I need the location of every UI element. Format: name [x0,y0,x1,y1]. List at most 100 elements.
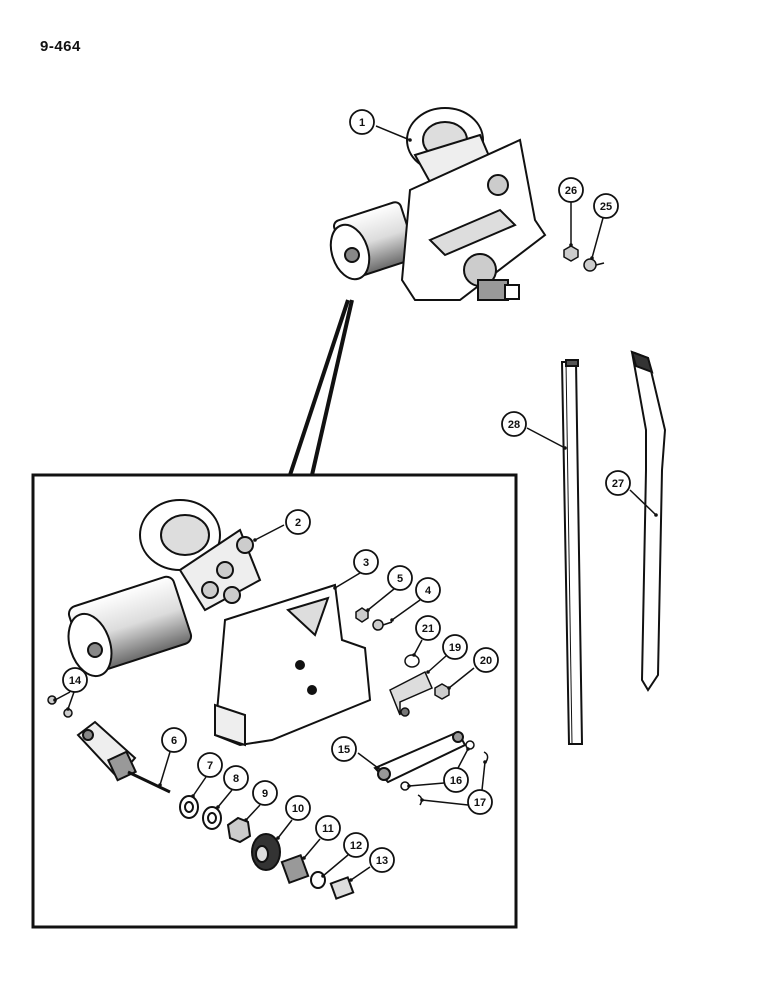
nut-5 [355,607,369,623]
callout-1: 1 [349,109,412,142]
washer-21 [404,654,420,668]
callout-leader [448,667,475,689]
callout-arrowhead [333,586,337,590]
callout-leader [591,217,604,259]
callout-10: 10 [276,795,311,840]
callout-number: 21 [422,623,434,635]
callout-circle [343,832,369,858]
callout-circle [353,549,379,575]
callout-arrowhead [253,538,257,542]
callout-14: 14 [53,667,88,711]
callout-arrowhead [447,686,451,690]
inset-leader-lines [288,299,354,476]
callout-19: 19 [426,634,468,674]
callout-arrowhead [191,794,195,798]
callout-arrowhead [654,513,658,517]
shaft-housing-6 [76,720,171,794]
screw-25 [583,258,605,272]
callout-leader [303,838,321,859]
callout-arrowhead [66,707,70,711]
callout-circle [369,847,395,873]
callout-16: 16 [407,747,470,793]
callout-arrowhead [426,670,430,674]
callout-leader [427,655,447,673]
callout-circle [252,780,278,806]
callout-number: 1 [359,117,365,129]
assembled-wiper-motor [329,107,547,301]
washer-7 [179,795,199,819]
callout-arrowhead [466,747,470,751]
screw-4 [372,619,393,631]
callout-number: 5 [397,573,403,585]
callout-arrowhead [302,856,306,860]
nut-20 [434,683,450,700]
callout-circle [223,765,249,791]
callout-leader [54,691,71,701]
callout-25: 25 [590,193,619,260]
callout-21: 21 [412,615,441,657]
callout-circle [285,795,311,821]
callout-number: 2 [295,517,301,529]
callout-leader [375,125,411,141]
callout-circle [285,509,311,535]
page-number: 9-464 [40,38,81,55]
bushing-10 [251,833,281,871]
callout-8: 8 [216,765,249,809]
knurled-nut-11 [280,853,310,885]
callout-arrowhead [483,760,487,764]
callout-arrowhead [321,874,325,878]
callout-28: 28 [501,411,567,450]
callout-leader [408,782,445,787]
callout-arrowhead [244,818,248,822]
callout-number: 26 [565,185,577,197]
callout-circle [442,634,468,660]
callout-arrowhead [420,798,424,802]
callout-11: 11 [302,815,341,860]
callout-circle [62,667,88,693]
callout-circle [331,736,357,762]
washers-16 [400,740,475,791]
callout-number: 9 [262,788,268,800]
callout-26: 26 [558,177,584,247]
callout-leader [421,799,469,806]
callout-leader [457,748,469,769]
callout-13: 13 [349,847,395,882]
callout-arrowhead [412,653,416,657]
nut-9 [226,816,252,844]
callout-3: 3 [333,549,379,590]
callout-number: 27 [612,478,624,490]
callout-arrowhead [216,805,220,809]
callout-6: 6 [158,727,187,787]
link-arm-15 [373,730,467,784]
callout-leader [159,751,171,786]
callout-leader [391,599,421,621]
wiper-arm-27 [630,350,667,692]
callout-circle [467,789,493,815]
callout-number: 3 [363,557,369,569]
callout-number: 25 [600,201,612,213]
callout-arrowhead [349,878,353,882]
callout-leader [413,639,423,656]
callout-2: 2 [253,509,311,542]
callout-arrowhead [590,256,594,260]
callout-leader [217,789,233,808]
callout-circle [415,577,441,603]
callout-leader [322,854,349,877]
callout-number: 10 [292,803,304,815]
callout-4: 4 [390,577,441,622]
callout-arrowhead [390,618,394,622]
screws-14 [47,695,73,718]
callout-number: 28 [508,419,520,431]
callout-leader [245,804,261,821]
callout-arrowhead [407,784,411,788]
clip-19 [389,670,433,717]
callout-9: 9 [244,780,278,822]
cap-nut-13 [329,876,355,900]
callout-20: 20 [447,647,499,690]
callout-number: 7 [207,760,213,772]
wiper-blade-28 [560,359,584,745]
nut-26 [563,245,579,262]
callout-circle [161,727,187,753]
